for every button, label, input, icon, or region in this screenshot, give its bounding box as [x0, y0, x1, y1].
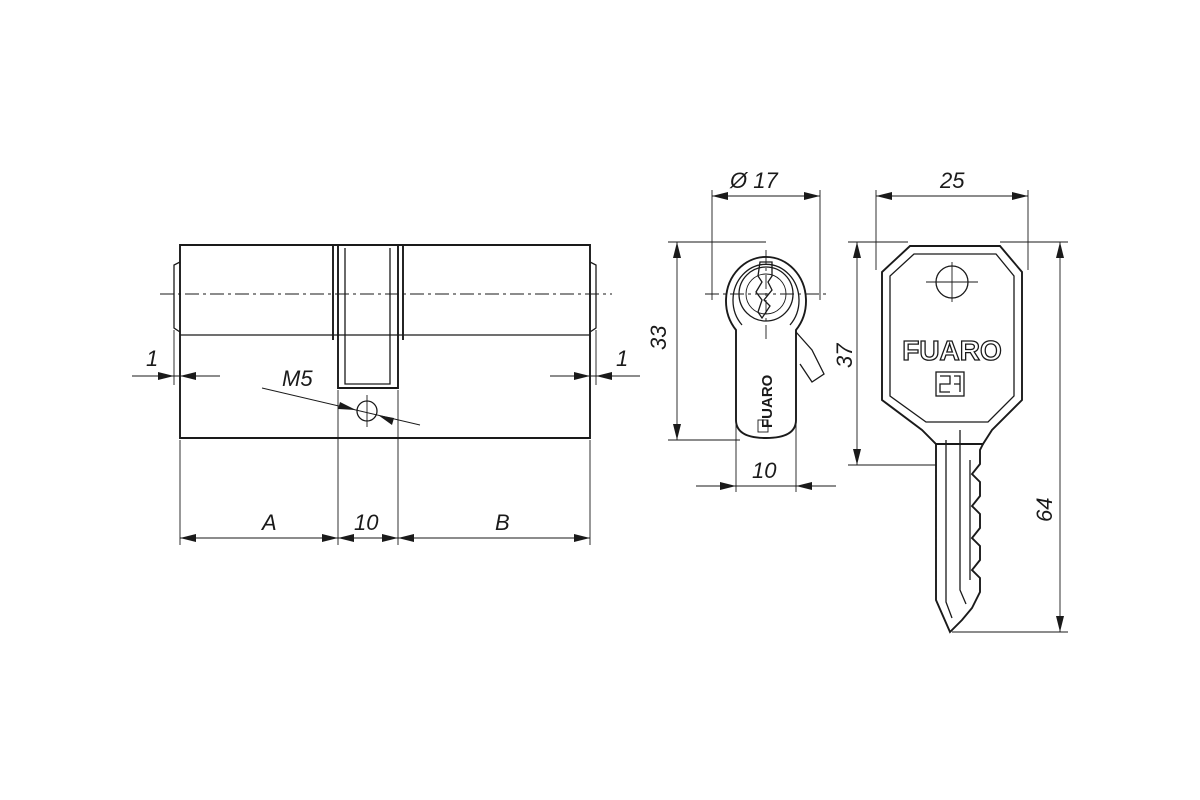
cylinder-left-cap	[173, 261, 181, 333]
dim-b-arrow-r	[574, 534, 590, 542]
profile-outline	[725, 256, 807, 439]
cylinder-profile-view: FUARO Ø 17 33 10	[646, 168, 836, 492]
dim-screw-label: M5	[282, 366, 313, 391]
dim-mid-arrow-l	[338, 534, 354, 542]
dim-b-arrow-l	[398, 534, 414, 542]
dim-left-arrow-a	[158, 372, 174, 380]
dim-left-offset-label: 1	[146, 346, 158, 371]
dim-diameter-label: Ø 17	[729, 168, 778, 193]
cylinder-side-view: 1 1 M5 A 10 B	[132, 244, 640, 545]
dim-key-head-height-label: 37	[832, 343, 857, 368]
profile-cam	[795, 331, 825, 383]
cylinder-right-cap	[589, 261, 597, 333]
key-head-arrow-t	[853, 242, 861, 258]
key-brand-text: FUARO	[902, 335, 1002, 366]
dim-profile-width-label: 10	[752, 458, 777, 483]
dia-arrow-r	[804, 192, 820, 200]
profile-brand-text: FUARO	[759, 374, 776, 428]
key-total-arrow-b	[1056, 616, 1064, 632]
dim-right-arrow-a	[574, 372, 590, 380]
m5-leader-arrow-a	[338, 402, 356, 410]
dim-a-label: A	[260, 510, 277, 535]
dim-key-width-label: 25	[939, 168, 965, 193]
dim-a-arrow-l	[180, 534, 196, 542]
dim-b-label: B	[495, 510, 510, 535]
key-w-arrow-r	[1012, 192, 1028, 200]
key-blade-groove	[945, 430, 971, 619]
profile-inner-outline	[732, 263, 800, 326]
key-total-arrow-t	[1056, 242, 1064, 258]
h33-arrow-b	[673, 424, 681, 440]
profile-logo-icon	[757, 419, 769, 433]
dim-profile-height-label: 33	[646, 325, 671, 350]
w10-arrow-l	[720, 482, 736, 490]
dim-mid-label: 10	[354, 510, 379, 535]
key-head-arrow-b	[853, 449, 861, 465]
w10-arrow-r	[796, 482, 812, 490]
m5-leader-arrow-b	[378, 415, 394, 425]
dia-arrow-l	[712, 192, 728, 200]
dim-mid-arrow-r	[382, 534, 398, 542]
dim-left-arrow-b	[180, 372, 196, 380]
key-w-arrow-l	[876, 192, 892, 200]
brand-logo-icon	[935, 371, 965, 397]
key-blade-outline	[935, 443, 984, 634]
profile-keyway	[755, 261, 773, 320]
dim-right-arrow-b	[596, 372, 612, 380]
cylinder-body-outline	[179, 244, 591, 439]
h33-arrow-t	[673, 242, 681, 258]
dim-a-arrow-r	[322, 534, 338, 542]
cylinder-cam-slot	[332, 245, 404, 389]
key-view: FUARO 25 37 64	[832, 168, 1068, 634]
dim-right-offset-label: 1	[616, 346, 628, 371]
dim-key-total-height-label: 64	[1032, 498, 1057, 522]
key-head-inner-outline	[889, 253, 1015, 423]
cylinder-cam	[344, 248, 391, 385]
